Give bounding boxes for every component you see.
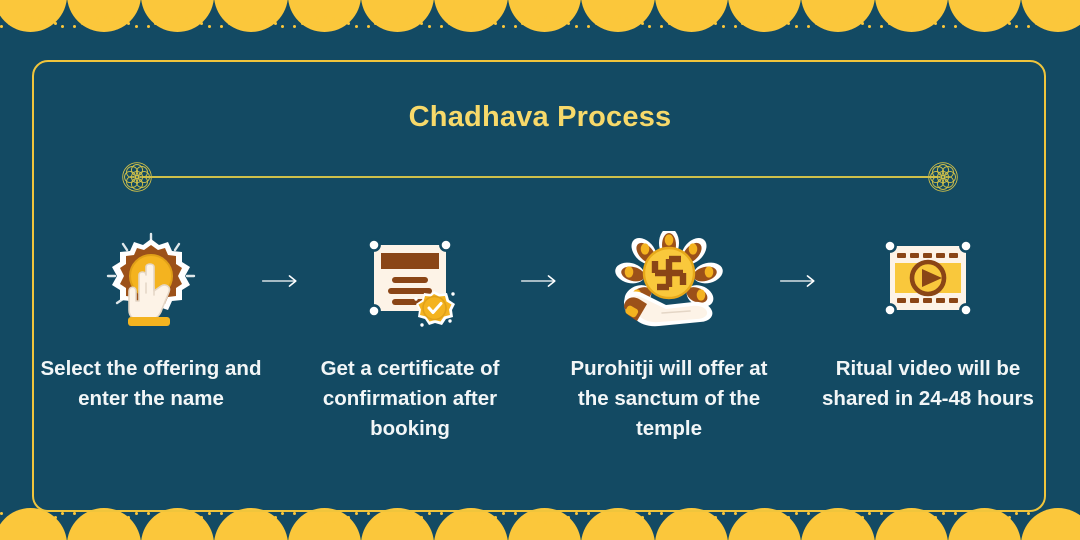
scallop-dots — [730, 510, 799, 526]
hand-holding-swastika-flower-icon — [614, 228, 724, 333]
content-frame — [32, 60, 1046, 512]
process-step-1-label: Select the offering and enter the name — [40, 357, 262, 410]
scallop-arch — [0, 0, 68, 34]
scallop-dots — [0, 510, 65, 526]
scallop-dots — [730, 14, 799, 30]
scallop-dots — [510, 510, 579, 526]
scallop-arch — [874, 0, 949, 34]
scallop-dots — [1023, 14, 1080, 30]
scallop-dots — [436, 510, 505, 526]
scallop-arch — [801, 0, 875, 34]
scallop-dots — [216, 510, 285, 526]
scallop-arch — [654, 506, 728, 540]
process-step-3: Purohitji will offer at the sanctum of t… — [558, 228, 780, 444]
scallop-arch — [581, 506, 655, 540]
scallop-arch — [581, 0, 655, 34]
scallop-dots — [216, 14, 285, 30]
divider-line — [142, 176, 938, 178]
process-step-2: Get a certificate of confirmation after … — [299, 228, 521, 444]
mandala-ornament-right — [926, 160, 960, 194]
scallop-arch — [801, 506, 875, 540]
scallop-arch — [434, 0, 508, 34]
scallop-dots — [803, 14, 872, 30]
scallop-arch — [727, 506, 802, 540]
arrow-right-icon-1 — [262, 228, 299, 333]
process-step-4-label: Ritual video will be shared in 24-48 hou… — [822, 357, 1034, 410]
scallop-arch — [948, 0, 1022, 34]
scallop-dots — [143, 510, 212, 526]
process-step-3-label: Purohitji will offer at the sanctum of t… — [570, 357, 768, 440]
arrow-right-icon-2 — [521, 228, 558, 333]
scallop-dots — [583, 510, 652, 526]
arrow-right-icon-3 — [780, 228, 817, 333]
scallop-arch — [948, 506, 1022, 540]
scallop-dots — [436, 14, 505, 30]
scallop-dots — [877, 510, 946, 526]
scallop-arch — [287, 0, 361, 34]
scallop-dots — [69, 510, 138, 526]
scallop-arch — [140, 0, 215, 34]
scallop-dots — [950, 14, 1019, 30]
process-step-4: Ritual video will be shared in 24-48 hou… — [817, 228, 1039, 414]
scallop-arch — [214, 0, 288, 34]
scallop-arch — [1021, 0, 1080, 34]
scallop-arch — [214, 506, 288, 540]
video-play-frame-icon — [873, 228, 983, 333]
scallop-arch — [140, 506, 215, 540]
bottom-scallop-border — [0, 506, 1080, 540]
scallop-dots — [657, 510, 726, 526]
scallop-dots — [290, 510, 359, 526]
scallop-arch — [654, 0, 728, 34]
page-title: Chadhava Process — [408, 101, 672, 133]
scallop-arch — [67, 0, 141, 34]
scallop-arch — [0, 506, 68, 540]
scallop-arch — [434, 506, 508, 540]
scallop-dots — [69, 14, 138, 30]
ornamental-divider — [120, 160, 960, 194]
scallop-dots — [363, 14, 432, 30]
hand-tap-offering-icon — [96, 228, 206, 333]
scallop-arch — [727, 0, 802, 34]
scallop-dots — [0, 14, 65, 30]
process-step-2-label: Get a certificate of confirmation after … — [320, 357, 500, 440]
scallop-dots — [950, 510, 1019, 526]
scallop-dots — [583, 14, 652, 30]
scallop-dots — [363, 510, 432, 526]
scallop-arch — [287, 506, 361, 540]
top-scallop-border — [0, 0, 1080, 34]
process-step-1: Select the offering and enter the name — [40, 228, 262, 414]
scallop-arch — [507, 506, 582, 540]
scallop-dots — [510, 14, 579, 30]
scallop-dots — [803, 510, 872, 526]
scallop-dots — [290, 14, 359, 30]
scallop-arch — [874, 506, 949, 540]
scallop-arch — [360, 0, 435, 34]
certificate-seal-icon — [355, 228, 465, 333]
process-steps: Select the offering and enter the name — [40, 228, 1040, 448]
scallop-dots — [143, 14, 212, 30]
scallop-arch — [67, 506, 141, 540]
scallop-arch — [360, 506, 435, 540]
scallop-dots — [1023, 510, 1080, 526]
mandala-ornament-left — [120, 160, 154, 194]
scallop-arch — [1021, 506, 1080, 540]
scallop-dots — [877, 14, 946, 30]
scallop-arch — [507, 0, 582, 34]
scallop-dots — [657, 14, 726, 30]
